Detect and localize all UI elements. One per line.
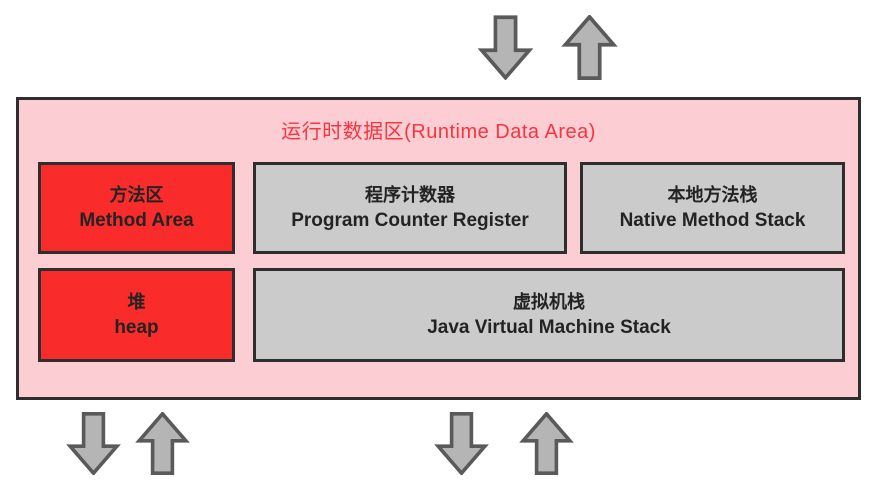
- program-counter-box: 程序计数器 Program Counter Register: [253, 162, 567, 254]
- arrow-down-icon: [66, 412, 121, 475]
- heap-label-zh: 堆: [127, 292, 146, 312]
- arrow-down-icon: [478, 15, 533, 80]
- diagram-title: 运行时数据区(Runtime Data Area): [281, 121, 596, 143]
- arrow-down-icon: [434, 412, 489, 475]
- program-counter-label-zh: 程序计数器: [365, 185, 455, 205]
- heap-box: 堆 heap: [38, 268, 235, 362]
- native-method-stack-label-en: Native Method Stack: [619, 210, 806, 231]
- arrow-up-icon: [135, 412, 190, 475]
- jvm-stack-box: 虚拟机栈 Java Virtual Machine Stack: [253, 268, 845, 362]
- runtime-data-area-container: 运行时数据区(Runtime Data Area) 方法区 Method Are…: [16, 97, 861, 400]
- program-counter-label-en: Program Counter Register: [291, 210, 529, 231]
- arrow-up-icon: [561, 15, 618, 80]
- native-method-stack-box: 本地方法栈 Native Method Stack: [580, 162, 845, 254]
- heap-label-en: heap: [114, 317, 159, 338]
- native-method-stack-label-zh: 本地方法栈: [667, 185, 758, 205]
- arrow-up-icon: [519, 412, 574, 475]
- method-area-label-zh: 方法区: [109, 185, 164, 205]
- jvm-stack-label-en: Java Virtual Machine Stack: [427, 317, 671, 338]
- method-area-box: 方法区 Method Area: [38, 162, 235, 254]
- method-area-label-en: Method Area: [79, 210, 194, 231]
- jvm-stack-label-zh: 虚拟机栈: [513, 292, 585, 312]
